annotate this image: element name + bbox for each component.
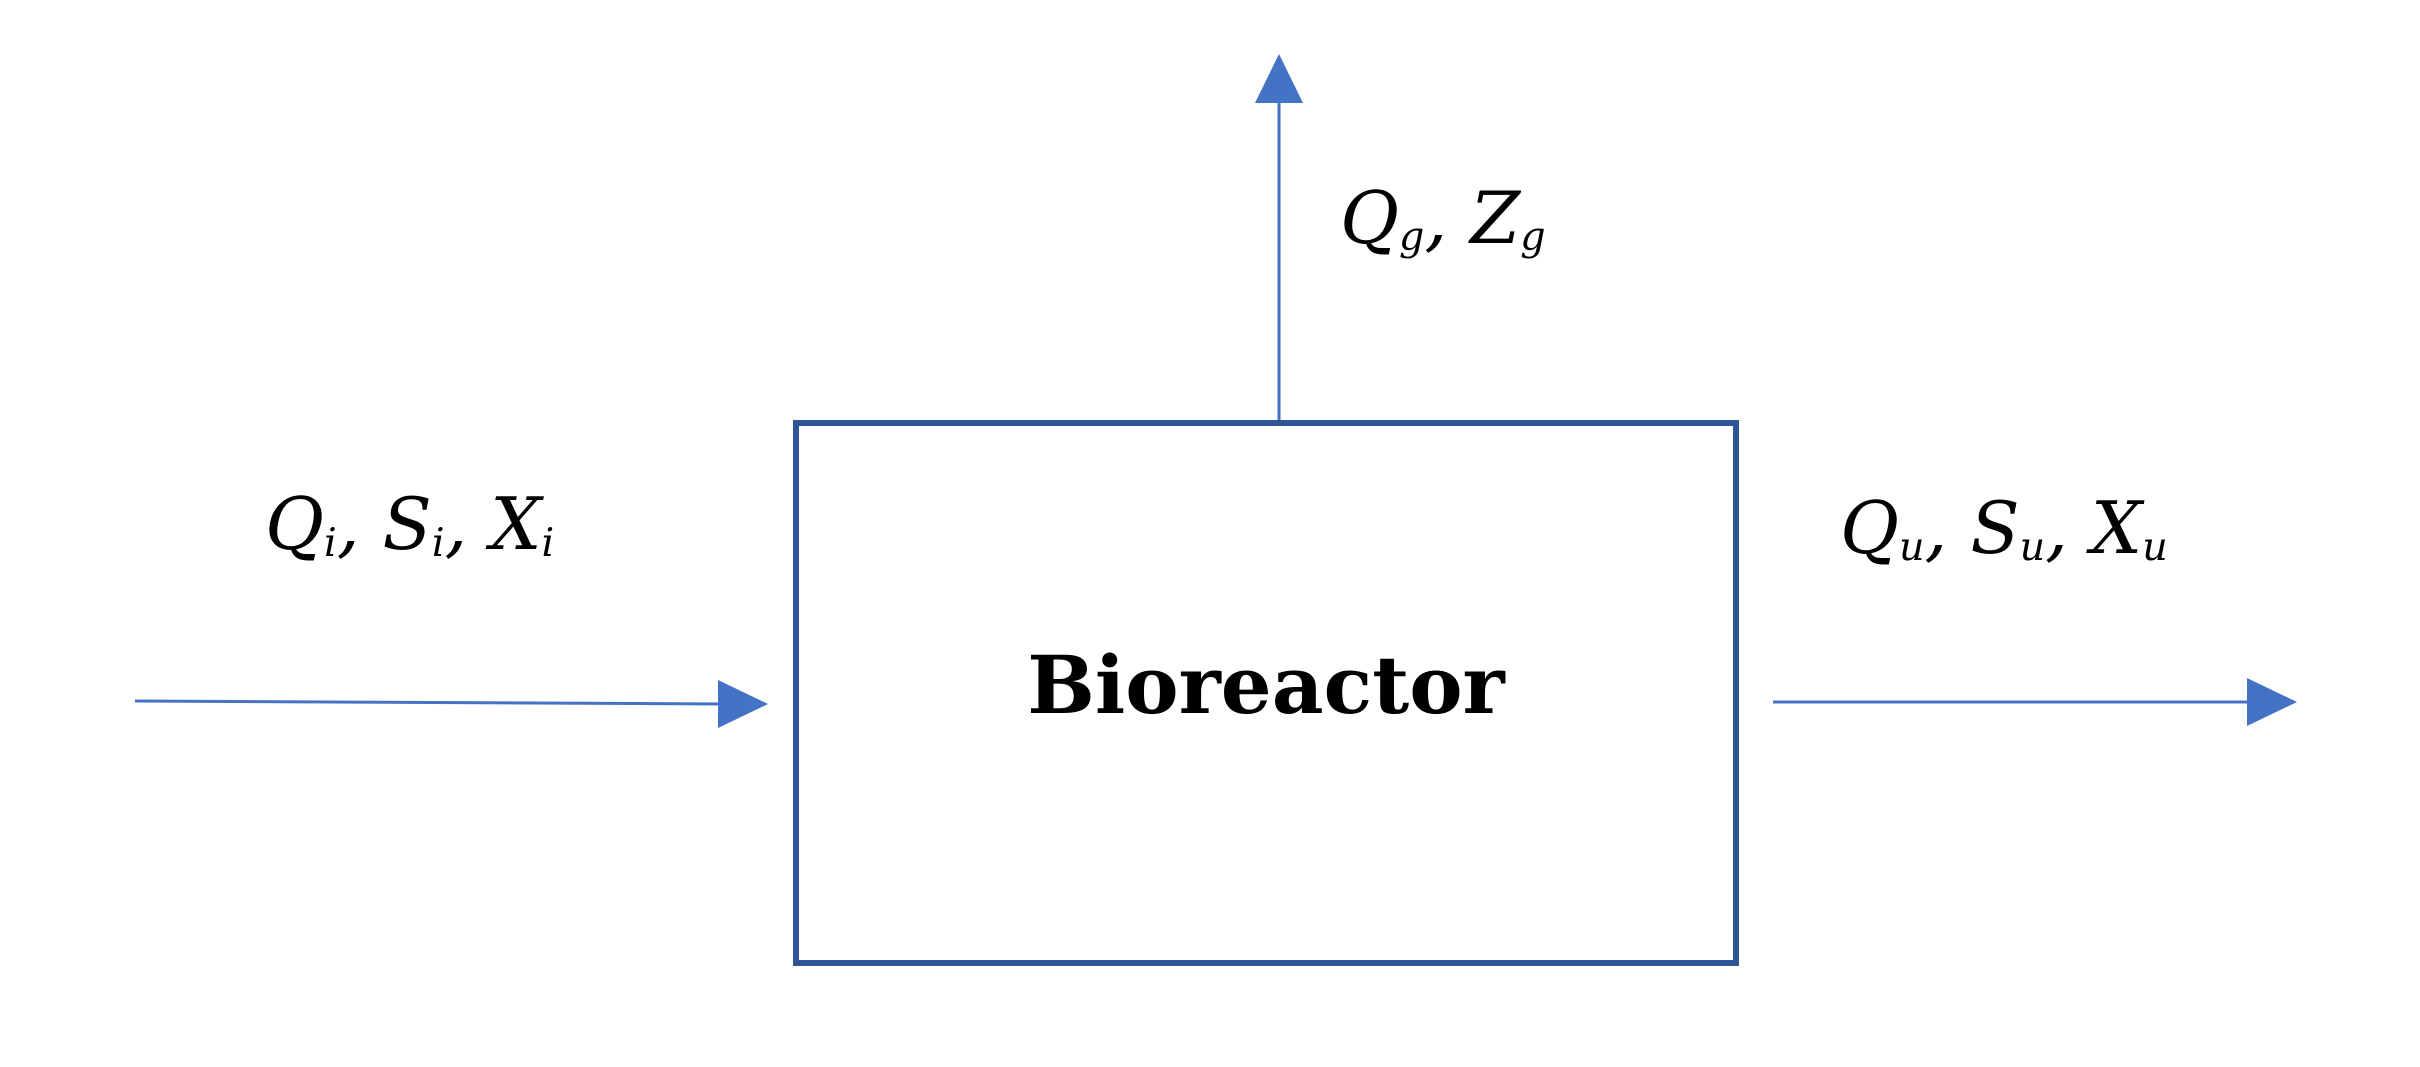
flow-term-subscript: g: [1520, 214, 1546, 261]
gas-outlet-arrow: [1255, 54, 1303, 420]
bioreactor-box: [793, 420, 1739, 966]
outlet-arrow: [1773, 678, 2297, 726]
flow-term-subscript: i: [541, 520, 555, 567]
flow-term-subscript: u: [2019, 524, 2046, 571]
inlet-arrow: [134, 680, 768, 728]
flow-term-subscript: g: [1399, 214, 1425, 261]
flow-term-subscript: u: [2142, 524, 2168, 571]
flow-term-symbol: X: [2090, 486, 2143, 570]
flow-term-symbol: Z: [1470, 176, 1521, 260]
flow-term-symbol: Q: [265, 482, 325, 566]
flow-term-separator: ,: [444, 482, 491, 566]
flow-term-separator: ,: [336, 482, 383, 566]
outlet-flow-label: Qu, Su, Xu: [1840, 492, 2168, 568]
flow-term-subscript: i: [431, 520, 445, 567]
flow-term-symbol: S: [1970, 486, 2020, 570]
flow-term-separator: ,: [1424, 176, 1471, 260]
inlet-flow-label: Qi, Si, Xi: [265, 488, 554, 564]
flow-term-symbol: X: [490, 482, 542, 566]
flow-term-symbol: S: [382, 482, 432, 566]
flow-term-symbol: Q: [1840, 486, 1900, 570]
flow-term-subscript: i: [324, 520, 337, 567]
flow-term-symbol: Q: [1340, 176, 1400, 260]
flow-term-separator: ,: [1924, 486, 1971, 570]
gas-flow-label: Qg, Zg: [1340, 182, 1546, 258]
bioreactor-label: Bioreactor: [1027, 638, 1505, 732]
flow-term-separator: ,: [2045, 486, 2091, 570]
flow-term-subscript: u: [1899, 524, 1925, 571]
